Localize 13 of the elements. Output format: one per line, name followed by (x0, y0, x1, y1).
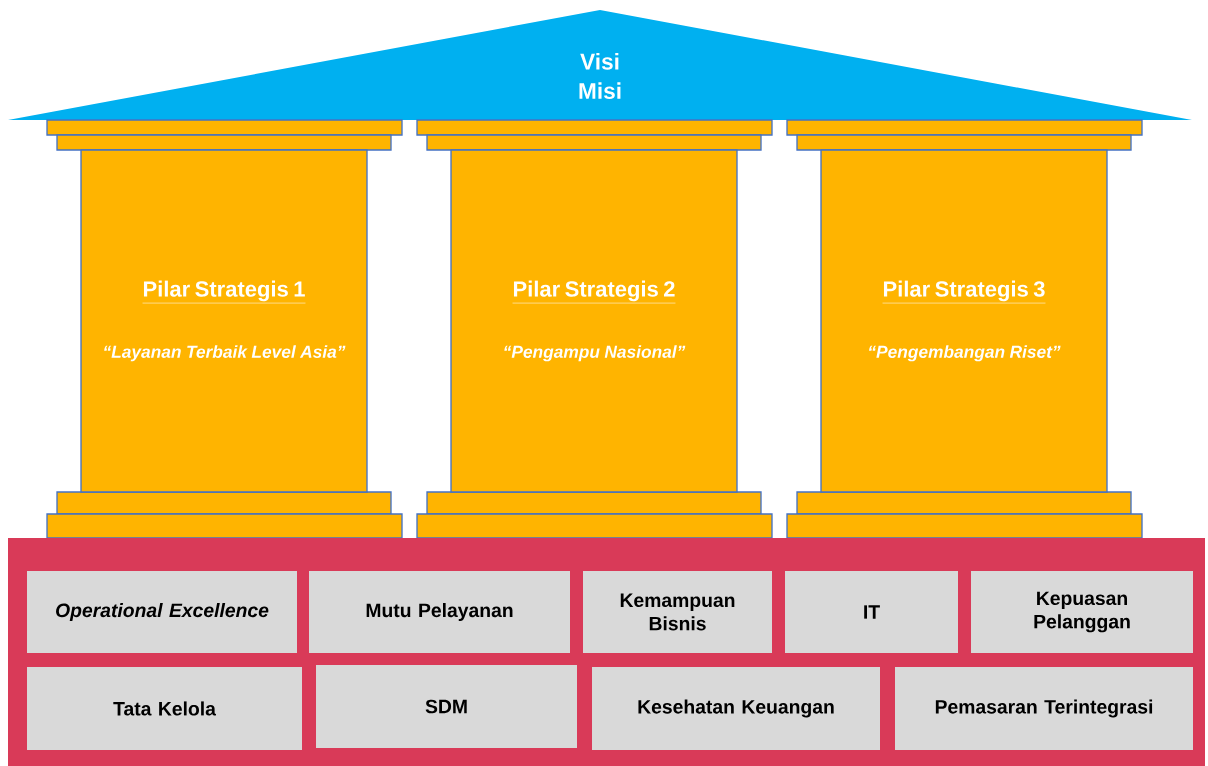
roof: Visi Misi (8, 10, 1192, 120)
label-box: Operational Excellence (27, 571, 297, 653)
label-box: IT (785, 571, 958, 653)
pillar: Pilar Strategis 2 “Pengampu Nasional” (416, 119, 773, 539)
label-box: Pemasaran Terintegrasi (895, 667, 1193, 750)
label-box: Tata Kelola (27, 667, 302, 750)
label-box: Kesehatan Keuangan (592, 667, 880, 750)
label-box: Mutu Pelayanan (309, 571, 570, 653)
label-box: Kepuasan Pelanggan (971, 571, 1193, 653)
pillar: Pilar Strategis 3 “Pengembangan Riset” (786, 119, 1143, 539)
label-box: Kemampuan Bisnis (583, 571, 772, 653)
pillar: Pilar Strategis 1 “Layanan Terbaik Level Asia” (46, 119, 403, 539)
label-box: SDM (316, 665, 577, 748)
